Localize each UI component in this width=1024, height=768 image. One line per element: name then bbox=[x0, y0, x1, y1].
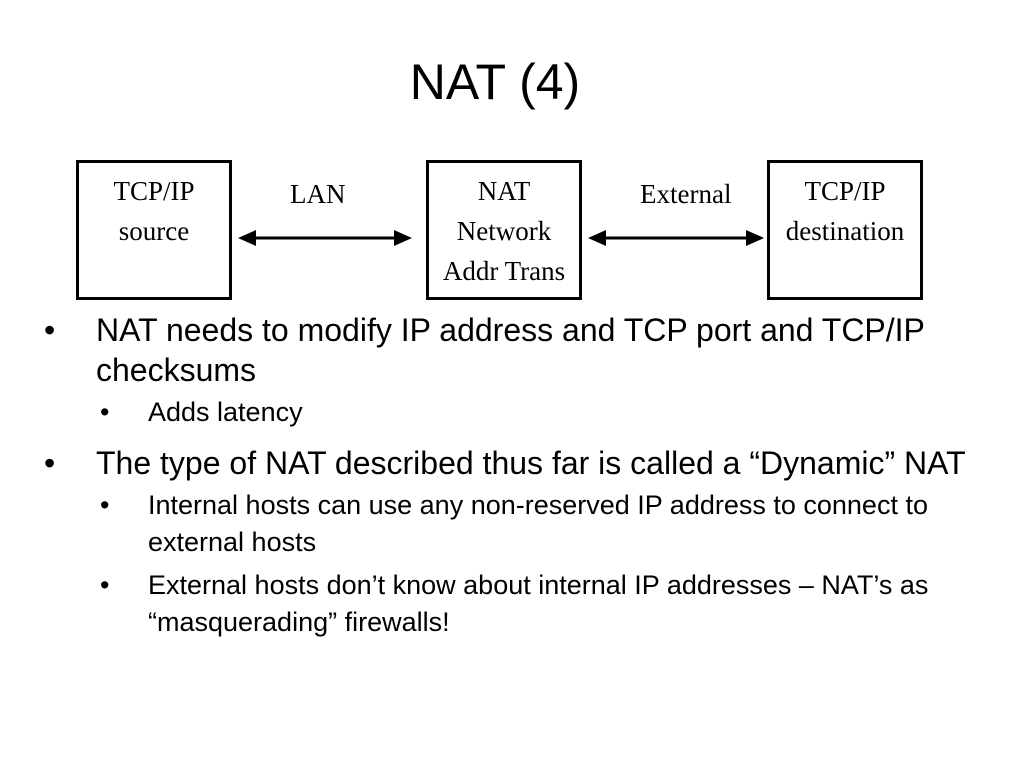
bullet-1-text: NAT needs to modify IP address and TCP p… bbox=[96, 312, 925, 388]
sub-bullet-dot: • bbox=[100, 490, 110, 520]
slide-title: NAT (4) bbox=[409, 54, 581, 110]
source-box-line-2: source bbox=[118, 216, 190, 246]
bullet-2-sub-2: • External hosts don’t know about intern… bbox=[0, 567, 1024, 641]
bullet-2: • The type of NAT described thus far is … bbox=[0, 443, 1024, 483]
bullet-2-sub-1-text: Internal hosts can use any non-reserved … bbox=[148, 490, 928, 557]
sub-bullet-dot: • bbox=[100, 397, 110, 427]
dest-box-line-2: destination bbox=[785, 216, 905, 246]
bullet-1-sub-1-text: Adds latency bbox=[148, 397, 303, 427]
lan-double-arrow bbox=[238, 230, 412, 246]
lan-arrow-head-left bbox=[238, 230, 256, 246]
bullet-1-sub-1: • Adds latency bbox=[0, 394, 1024, 431]
nat-box: NAT Network Addr Trans bbox=[426, 160, 582, 300]
bullet-dot: • bbox=[44, 445, 56, 481]
bullet-2-sub-2-text: External hosts don’t know about internal… bbox=[148, 570, 929, 637]
external-arrow-head-left bbox=[588, 230, 606, 246]
external-double-arrow bbox=[588, 230, 764, 246]
bullet-dot: • bbox=[44, 312, 56, 348]
nat-box-line-2: Network bbox=[456, 216, 552, 246]
sub-bullet-dot: • bbox=[100, 570, 110, 600]
lan-label: LAN bbox=[290, 179, 346, 209]
nat-box-line-3: Addr Trans bbox=[442, 256, 566, 286]
tcpip-destination-box: TCP/IP destination bbox=[767, 160, 923, 300]
external-label: External bbox=[640, 179, 732, 209]
source-box-line-1: TCP/IP bbox=[113, 176, 195, 206]
bullet-1: • NAT needs to modify IP address and TCP… bbox=[0, 310, 1024, 390]
lan-arrow-head-right bbox=[394, 230, 412, 246]
bullet-list: • NAT needs to modify IP address and TCP… bbox=[0, 310, 1024, 647]
dest-box-line-1: TCP/IP bbox=[804, 176, 886, 206]
bullet-2-text: The type of NAT described thus far is ca… bbox=[96, 445, 966, 481]
nat-box-line-1: NAT bbox=[477, 176, 531, 206]
bullet-2-sub-1: • Internal hosts can use any non-reserve… bbox=[0, 487, 1024, 561]
tcpip-source-box: TCP/IP source bbox=[76, 160, 232, 300]
